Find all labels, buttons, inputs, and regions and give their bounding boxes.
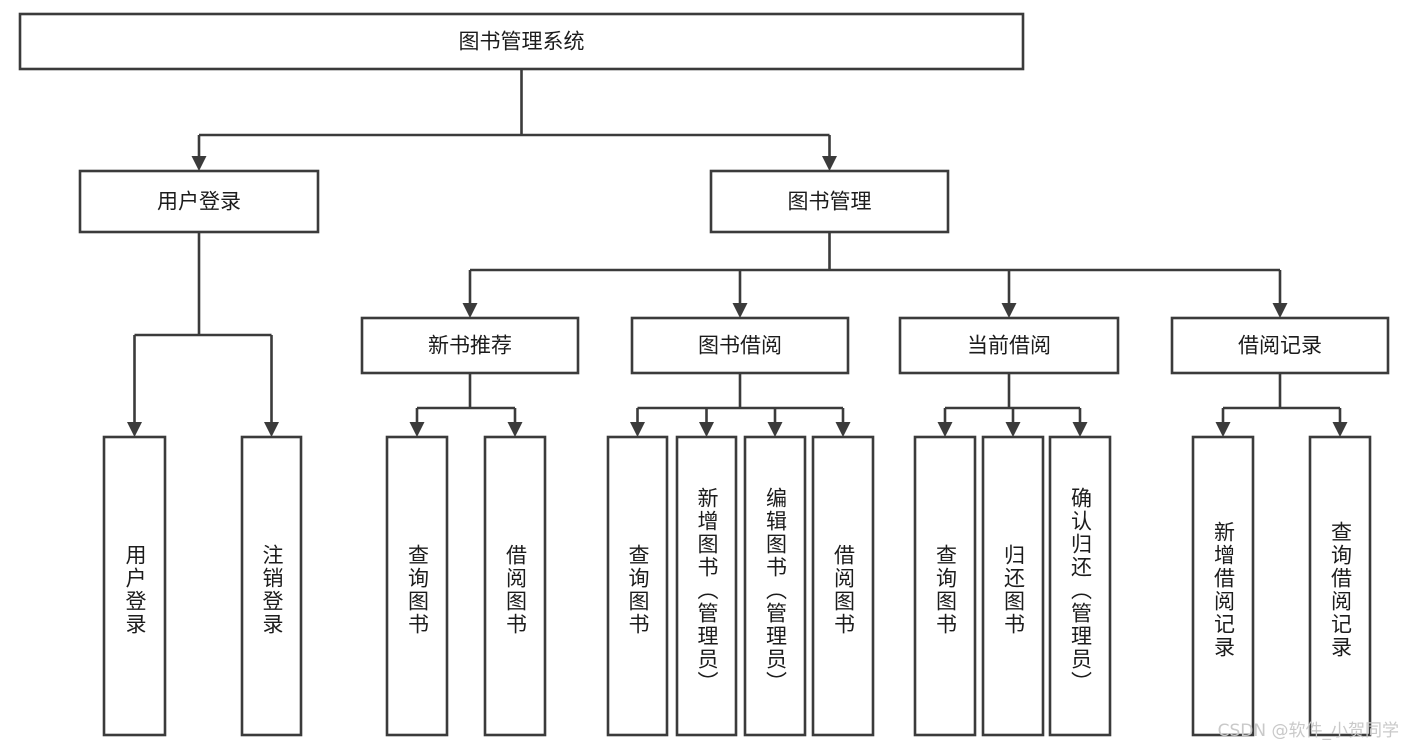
leaf-leaf-borrow-book-1[interactable] xyxy=(483,435,547,737)
leaf-leaf-query-record-rect[interactable] xyxy=(1308,435,1372,737)
node-current-borrow[interactable]: 当前借阅 xyxy=(898,316,1120,375)
root-node-label: 图书管理系统 xyxy=(459,30,585,54)
user-login-leaf-arrow-1-arrowhead xyxy=(264,422,279,437)
arrow-new-book-rec-1-arrowhead xyxy=(507,422,523,437)
node-book-manage-label: 图书管理 xyxy=(788,190,872,214)
level3-arrow-2-arrowhead xyxy=(1001,303,1017,318)
level2-arrow-0-arrowhead xyxy=(191,156,207,171)
leaf-leaf-edit-book-rect[interactable] xyxy=(743,435,807,737)
user-login-leaf-arrow-0-arrowhead xyxy=(127,422,142,437)
leaf-leaf-query-book-3-rect[interactable] xyxy=(913,435,977,737)
arrow-current-borrow-1-arrowhead xyxy=(1005,422,1021,437)
leaf-leaf-borrow-book-2[interactable] xyxy=(811,435,875,737)
arrow-book-borrow-0-arrowhead xyxy=(630,422,645,437)
level3-arrow-3-arrowhead xyxy=(1272,303,1288,318)
leaf-leaf-logout-rect[interactable] xyxy=(240,435,303,737)
node-borrow-record-rect[interactable] xyxy=(1170,316,1390,375)
arrow-current-borrow-2-arrowhead xyxy=(1072,422,1088,437)
leaf-leaf-confirm-return-rect[interactable] xyxy=(1048,435,1112,737)
leaf-leaf-query-record[interactable] xyxy=(1308,435,1372,737)
leaf-leaf-edit-book[interactable] xyxy=(743,435,807,737)
connectors-layer xyxy=(127,69,1348,437)
level3-arrow-0-arrowhead xyxy=(462,303,478,318)
arrow-book-borrow-3-arrowhead xyxy=(835,422,851,437)
leaf-leaf-return-book-rect[interactable] xyxy=(981,435,1045,737)
leaf-leaf-user-login[interactable] xyxy=(102,435,167,737)
leaf-leaf-borrow-book-2-rect[interactable] xyxy=(811,435,875,737)
level2-arrow-1-arrowhead xyxy=(822,156,837,171)
leaf-leaf-query-book-1-rect[interactable] xyxy=(385,435,449,737)
node-user-login[interactable]: 用户登录 xyxy=(78,169,320,234)
arrow-book-borrow-1-arrowhead xyxy=(699,422,714,437)
arrow-borrow-record-1-arrowhead xyxy=(1332,422,1348,437)
leaf-leaf-query-book-3[interactable] xyxy=(913,435,977,737)
node-new-book-rec[interactable]: 新书推荐 xyxy=(360,316,580,375)
root-node-rect[interactable] xyxy=(18,12,1025,71)
leaf-leaf-add-record[interactable] xyxy=(1191,435,1255,737)
node-book-manage[interactable]: 图书管理 xyxy=(709,169,950,234)
node-book-borrow-label: 图书借阅 xyxy=(698,334,782,358)
leaf-leaf-add-record-rect[interactable] xyxy=(1191,435,1255,737)
leaf-leaf-user-login-rect[interactable] xyxy=(102,435,167,737)
node-current-borrow-rect[interactable] xyxy=(898,316,1120,375)
node-new-book-rec-rect[interactable] xyxy=(360,316,580,375)
node-new-book-rec-label: 新书推荐 xyxy=(428,334,512,358)
arrow-current-borrow-0-arrowhead xyxy=(937,422,953,437)
node-user-login-rect[interactable] xyxy=(78,169,320,234)
node-book-manage-rect[interactable] xyxy=(709,169,950,234)
arrow-new-book-rec-0-arrowhead xyxy=(409,422,425,437)
leaf-leaf-query-book-2[interactable] xyxy=(606,435,669,737)
node-borrow-record-label: 借阅记录 xyxy=(1238,334,1322,358)
leaf-leaf-logout[interactable] xyxy=(240,435,303,737)
leaf-leaf-add-book-rect[interactable] xyxy=(675,435,738,737)
leaf-leaf-query-book-2-rect[interactable] xyxy=(606,435,669,737)
watermark: CSDN @软件_小贺同学 xyxy=(1217,721,1399,741)
root-node[interactable]: 图书管理系统 xyxy=(18,12,1025,71)
leaf-leaf-query-book-1[interactable] xyxy=(385,435,449,737)
arrow-book-borrow-2-arrowhead xyxy=(767,422,783,437)
node-book-borrow[interactable]: 图书借阅 xyxy=(630,316,850,375)
node-user-login-label: 用户登录 xyxy=(157,190,241,214)
node-borrow-record[interactable]: 借阅记录 xyxy=(1170,316,1390,375)
node-book-borrow-rect[interactable] xyxy=(630,316,850,375)
leaf-leaf-borrow-book-1-rect[interactable] xyxy=(483,435,547,737)
leaf-leaf-confirm-return[interactable] xyxy=(1048,435,1112,737)
leaf-leaf-add-book[interactable] xyxy=(675,435,738,737)
leaf-leaf-return-book[interactable] xyxy=(981,435,1045,737)
level3-arrow-1-arrowhead xyxy=(732,303,748,318)
node-current-borrow-label: 当前借阅 xyxy=(967,334,1051,358)
arrow-borrow-record-0-arrowhead xyxy=(1215,422,1231,437)
